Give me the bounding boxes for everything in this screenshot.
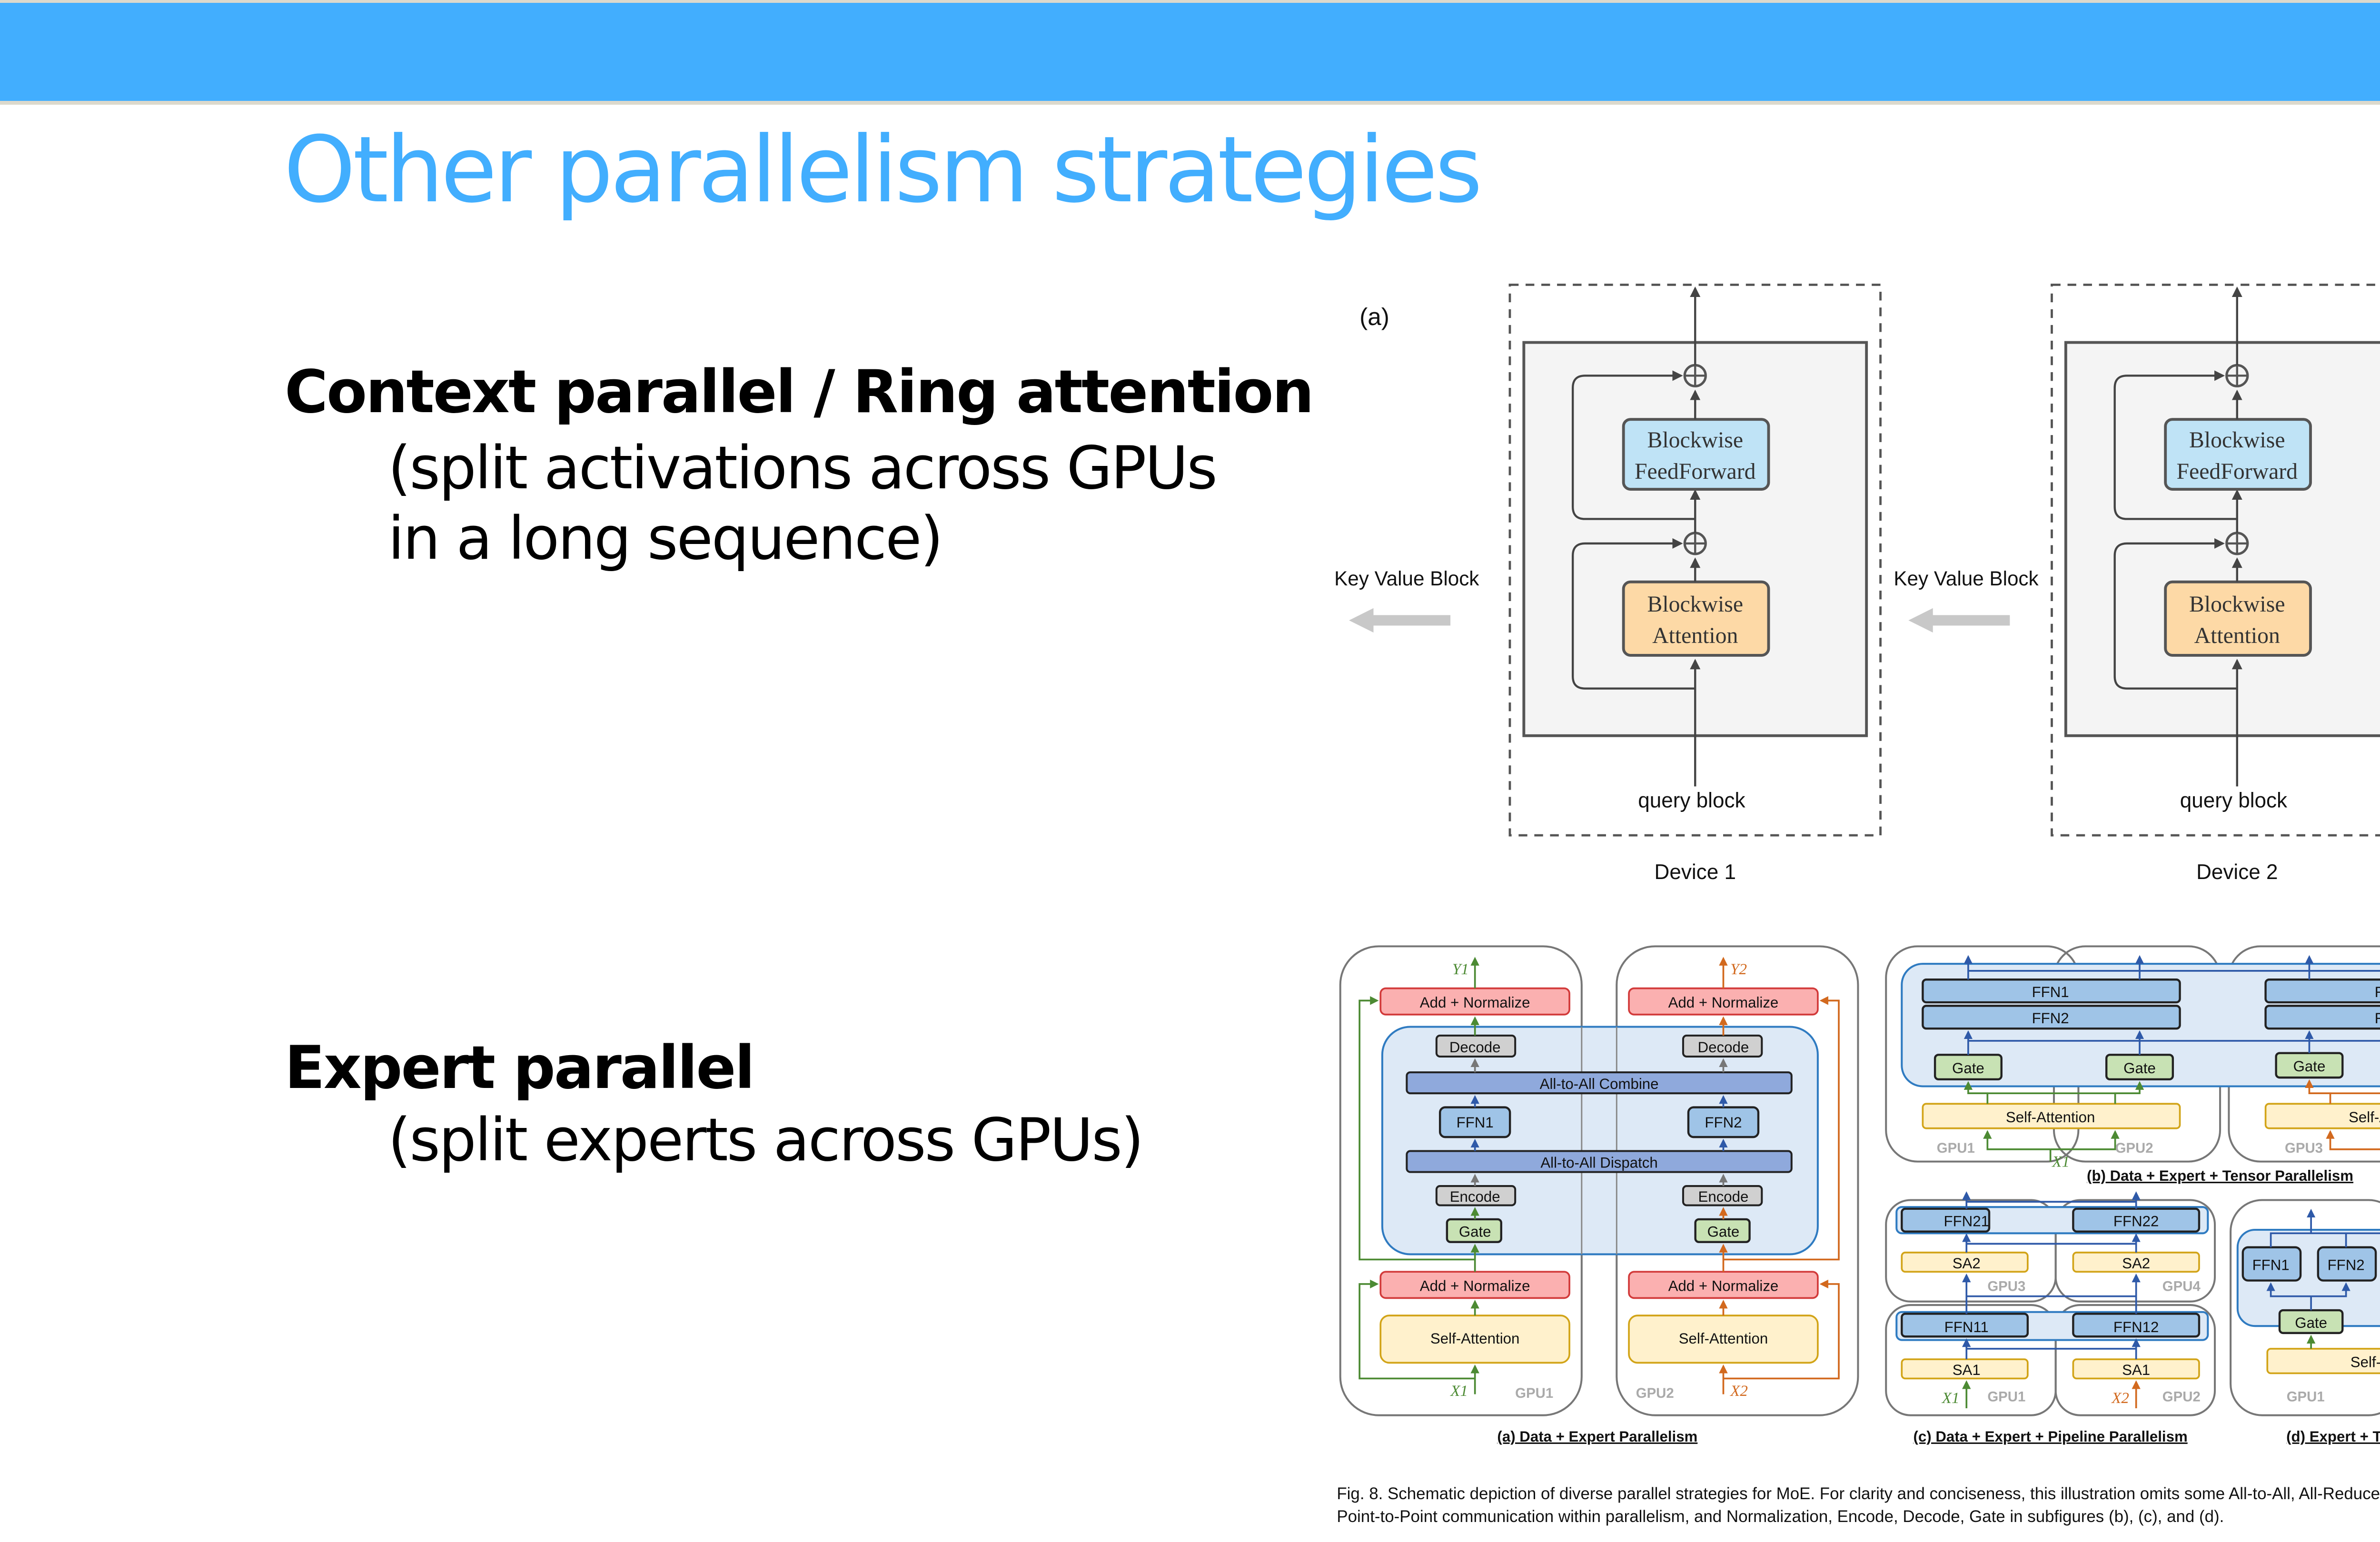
gate-label: Gate — [1952, 1060, 1984, 1077]
ffn-label: FFN2 — [2328, 1257, 2365, 1274]
attention-label: Blockwise — [1647, 592, 1743, 617]
ffn-label: FFN21 — [1944, 1213, 1989, 1230]
sa-label: SA1 — [2122, 1362, 2150, 1378]
query-block-label: query block — [1638, 789, 1745, 812]
feedforward-label: Blockwise — [2189, 427, 2285, 453]
self-attention-label: Self-Attention — [1679, 1330, 1768, 1347]
header-bar — [0, 3, 2380, 101]
add-normalize-label: Add + Normalize — [1420, 1278, 1530, 1295]
header-top-rule — [0, 0, 2380, 3]
x1-label: X1 — [1941, 1390, 1960, 1407]
gpu-label: GPU1 — [2287, 1389, 2325, 1404]
gate-label: Gate — [1707, 1224, 1740, 1240]
feedforward-label: FeedForward — [1635, 459, 1756, 484]
feedforward-label: Blockwise — [1647, 427, 1743, 453]
section-heading-expert-parallel: Expert parallel — [285, 1034, 755, 1102]
subfigure-b-data-expert-tensor: FFN1 FFN2 FFN3 FFN4 Gate Gate Gate Gate — [1885, 945, 2380, 1184]
attention-label: Blockwise — [2189, 592, 2285, 617]
ffn-label: FFN3 — [2375, 984, 2380, 1000]
ffn-label: FFN1 — [2252, 1257, 2290, 1274]
y2-label: Y2 — [1730, 961, 1747, 978]
panel-label: (a) — [1359, 303, 1389, 330]
header-bottom-rule — [0, 101, 2380, 105]
sa-label: SA2 — [1953, 1255, 1981, 1272]
add-normalize-label: Add + Normalize — [1668, 1278, 1779, 1295]
all-to-all-combine-label: All-to-All Combine — [1540, 1076, 1659, 1092]
device-label: Device 1 — [1655, 860, 1736, 884]
gate-label: Gate — [1459, 1224, 1491, 1240]
gpu-label: GPU3 — [2285, 1140, 2323, 1156]
encode-label: Encode — [1450, 1188, 1500, 1205]
attention-label: Attention — [2194, 623, 2280, 648]
device-1: Blockwise Attention Blockwise FeedForwar… — [1508, 283, 1882, 884]
subfigure-b-caption: (b) Data + Expert + Tensor Parallelism — [2087, 1167, 2353, 1184]
gate-label: Gate — [2293, 1058, 2326, 1075]
all-to-all-dispatch-label: All-to-All Dispatch — [1540, 1154, 1657, 1171]
ring-attention-figure: (a) Key Value Block Key Value Block Key … — [1334, 283, 2380, 884]
gpu-label: GPU2 — [2162, 1389, 2201, 1404]
slide-title: Other parallelism strategies — [284, 117, 1483, 223]
gpu-label: GPU1 — [1937, 1140, 1975, 1156]
x2-label: X2 — [1729, 1383, 1748, 1400]
figure-caption-line: Point-to-Point communication within para… — [1337, 1507, 2224, 1526]
attention-label: Attention — [1652, 623, 1738, 648]
kv-label-left: Key Value Block — [1334, 567, 1479, 590]
subfigure-d-caption: (d) Expert + Tensor Parallelism — [2286, 1428, 2380, 1445]
subfigure-a-data-expert: Add + Normalize Decode All-to-All Combin… — [1339, 945, 1859, 1445]
ffn2-label: FFN2 — [1705, 1114, 1742, 1131]
section-desc-line: (split experts across GPUs) — [388, 1106, 1144, 1175]
moe-parallelism-figure: .lbl { font-size:8.5px; fill:#111; text-… — [1337, 945, 2380, 1526]
kv-label-middle: Key Value Block — [1894, 567, 2039, 590]
query-block-label: query block — [2180, 789, 2288, 812]
gpu-label: GPU2 — [2115, 1140, 2153, 1156]
ffn-label: FFN2 — [2032, 1010, 2069, 1027]
gpu-label: GPU4 — [2162, 1279, 2201, 1295]
ffn-label: FFN1 — [2032, 984, 2069, 1000]
self-attention-label: Self-Attention — [1430, 1330, 1519, 1347]
feedforward-label: FeedForward — [2176, 459, 2298, 484]
x1-label: X1 — [1449, 1383, 1468, 1400]
self-attention-label: Self-Attention — [2350, 1354, 2380, 1371]
self-attention-label: Self-Attention — [2006, 1109, 2095, 1126]
add-normalize-label: Add + Normalize — [1668, 994, 1779, 1011]
gpu1-label: GPU1 — [1515, 1385, 1553, 1401]
section-desc-line: in a long sequence) — [388, 504, 943, 573]
x1-label: X1 — [2051, 1154, 2070, 1171]
encode-label: Encode — [1698, 1188, 1749, 1205]
x2-label: X2 — [2111, 1390, 2129, 1407]
kv-arrow-middle — [1908, 608, 2010, 633]
gpu-label: GPU3 — [1987, 1279, 2025, 1295]
gpu-label: GPU1 — [1987, 1389, 2025, 1404]
ffn1-label: FFN1 — [1457, 1114, 1494, 1131]
decode-label: Decode — [1698, 1039, 1749, 1056]
figure-caption-line: Fig. 8. Schematic depiction of diverse p… — [1337, 1484, 2380, 1503]
section-heading-context-parallel: Context parallel / Ring attention — [285, 358, 1314, 426]
subfigure-c-data-expert-pipeline: FFN21 FFN22 SA2 SA2 FFN11 FFN12 SA1 SA1 — [1885, 1191, 2216, 1445]
ffn-label: FFN11 — [1944, 1319, 1989, 1335]
y1-label: Y1 — [1452, 961, 1469, 978]
ffn-label: FFN4 — [2375, 1010, 2380, 1027]
gate-label: Gate — [2123, 1060, 2156, 1077]
sa-label: SA1 — [1953, 1362, 1981, 1378]
subfigure-d-expert-tensor: FFN1 FFN2 FFN3 FFN4 Gate Gate Self-Atten… — [2230, 1199, 2380, 1445]
add-normalize-label: Add + Normalize — [1420, 994, 1530, 1011]
decode-label: Decode — [1449, 1039, 1501, 1056]
ffn-label: FFN12 — [2113, 1319, 2159, 1335]
section-desc-line: (split activations across GPUs — [388, 434, 1218, 503]
gate-label: Gate — [2295, 1315, 2327, 1331]
kv-arrow-left — [1349, 608, 1451, 633]
gpu2-label: GPU2 — [1636, 1385, 1674, 1401]
sa-label: SA2 — [2122, 1255, 2150, 1272]
subfigure-c-caption: (c) Data + Expert + Pipeline Parallelism — [1914, 1428, 2188, 1445]
ffn-label: FFN22 — [2113, 1213, 2159, 1230]
subfigure-a-caption: (a) Data + Expert Parallelism — [1497, 1428, 1697, 1445]
device-label: Device 2 — [2196, 860, 2278, 884]
device-2: Blockwise Attention Blockwise FeedForwar… — [2051, 283, 2380, 884]
self-attention-label: Self-Attention — [2349, 1109, 2380, 1126]
